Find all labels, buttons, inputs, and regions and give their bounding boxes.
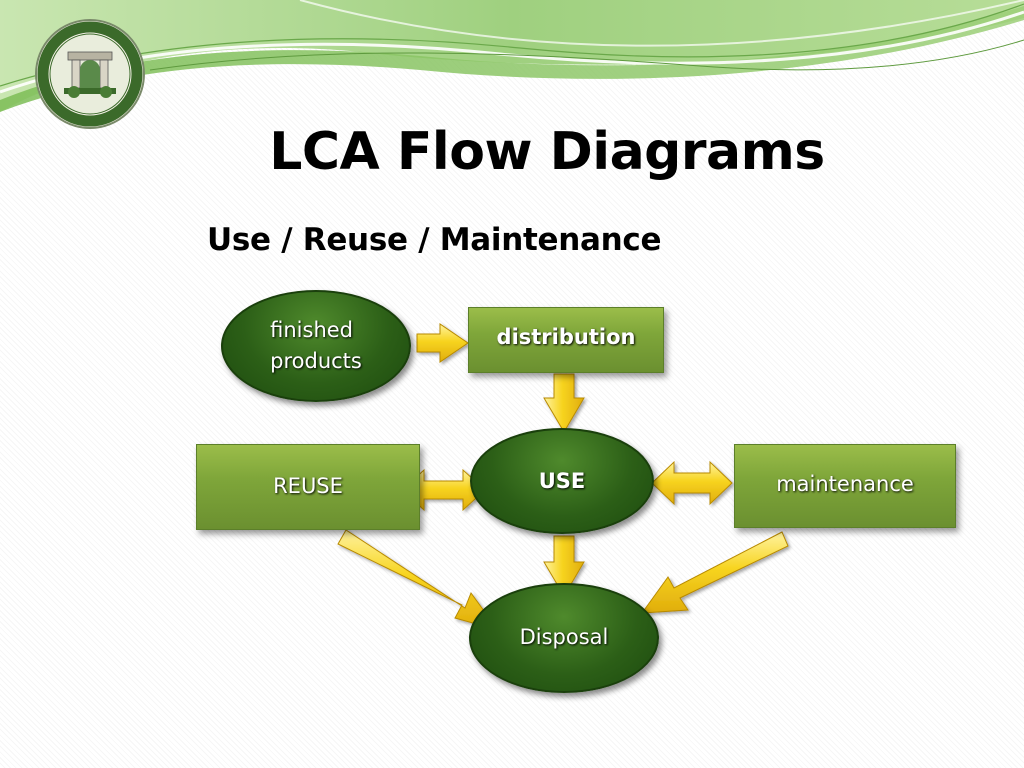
node-reuse: REUSE bbox=[196, 444, 420, 530]
arrow-maintenance-to-disposal bbox=[640, 531, 789, 614]
arrow-reuse-to-disposal bbox=[337, 529, 500, 631]
node-maintenance: maintenance bbox=[734, 444, 956, 528]
node-use-label: USE bbox=[538, 469, 586, 493]
node-disposal-label: Disposal bbox=[519, 625, 609, 650]
node-distribution-label: distribution bbox=[496, 325, 636, 349]
node-finished-products-line2: products bbox=[270, 349, 362, 373]
node-use: USE bbox=[470, 428, 654, 534]
node-finished-products: finished products bbox=[221, 290, 411, 402]
node-maintenance-label: maintenance bbox=[776, 472, 914, 496]
node-distribution: distribution bbox=[468, 307, 664, 373]
arrow-use-to-disposal bbox=[543, 535, 585, 597]
university-seal-icon bbox=[34, 18, 146, 130]
page-subtitle: Use / Reuse / Maintenance bbox=[207, 222, 662, 258]
node-disposal: Disposal bbox=[469, 583, 659, 693]
node-reuse-label: REUSE bbox=[273, 474, 343, 499]
page-title: LCA Flow Diagrams bbox=[269, 122, 825, 182]
arrow-distribution-to-use bbox=[543, 373, 585, 433]
header-swoosh bbox=[0, 0, 1024, 112]
arrow-use-maintenance bbox=[651, 460, 733, 506]
arrow-products-to-distribution bbox=[416, 323, 469, 363]
node-finished-products-line1: finished bbox=[270, 317, 354, 342]
